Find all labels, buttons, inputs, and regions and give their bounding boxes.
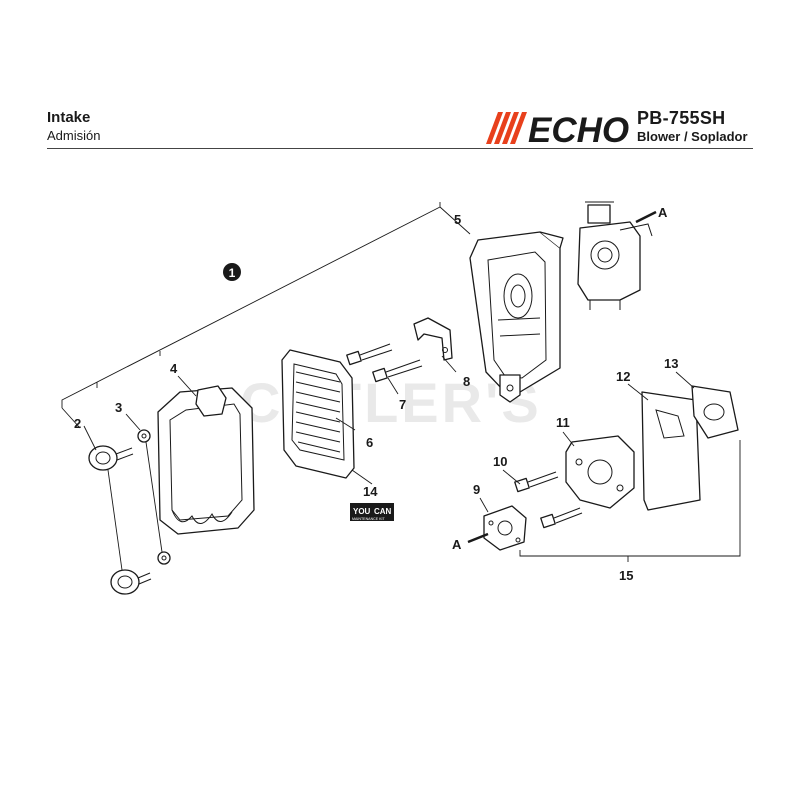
- page-title: Intake: [47, 109, 91, 126]
- callout-1-label: 1: [229, 266, 236, 280]
- leader-lines: [83, 355, 695, 571]
- bracket-part: [413, 317, 453, 361]
- bolt-10-upper: [514, 471, 559, 493]
- logo-wordmark: ECHO: [528, 111, 629, 146]
- bolt-lower: [372, 359, 423, 383]
- callout-9: 9: [473, 482, 480, 497]
- washer-upper: [137, 429, 151, 443]
- washer-lower: [157, 551, 171, 565]
- callout-8: 8: [463, 374, 470, 389]
- callout-6: 6: [366, 435, 373, 450]
- filter-pleats: [295, 371, 341, 453]
- model-number: PB-755SH: [637, 108, 726, 128]
- header-divider: [47, 148, 753, 149]
- kit-badge-label: MAINTENANCE KIT: [352, 517, 386, 521]
- callout-2: 2: [74, 416, 81, 431]
- gasket-9: [483, 505, 527, 551]
- gasket-12: [641, 391, 701, 511]
- callout-1: 1: [223, 263, 241, 281]
- callout-7: 7: [399, 397, 406, 412]
- gasket-13: [691, 385, 739, 439]
- callout-10: 10: [493, 454, 507, 469]
- maintenance-kit-badge: YOU CAN MAINTENANCE KIT: [350, 503, 394, 521]
- arrow-a-top: [635, 210, 657, 224]
- callout-5: 5: [454, 212, 461, 227]
- echo-logo: ECHO: [486, 111, 629, 146]
- knob-upper: [88, 445, 134, 471]
- callout-12: 12: [616, 369, 630, 384]
- callout-a-bottom: A: [452, 537, 462, 552]
- callout-15: 15: [619, 568, 633, 583]
- kit-badge-you: YOU: [353, 507, 371, 516]
- air-filter: [281, 349, 355, 479]
- kit-badge-can: CAN: [374, 507, 392, 516]
- callout-3: 3: [115, 400, 122, 415]
- insulator: [565, 435, 635, 509]
- air-filter-cover: [157, 385, 255, 535]
- bolt-10-lower: [540, 507, 583, 529]
- model-subtitle: Blower / Soplador: [637, 129, 748, 144]
- air-cleaner-base: [469, 231, 564, 403]
- arrow-a-bottom: [467, 532, 489, 544]
- knob-lower: [110, 569, 152, 595]
- callout-a-top: A: [658, 205, 668, 220]
- callout-4: 4: [170, 361, 178, 376]
- carburetor: [577, 201, 653, 310]
- bracket-1: [61, 202, 471, 429]
- logo-stripes: [486, 112, 527, 144]
- bolt-upper: [346, 343, 393, 366]
- callout-11: 11: [556, 415, 570, 430]
- bracket-15: [519, 440, 741, 562]
- callout-13: 13: [664, 356, 678, 371]
- page-subtitle: Admisión: [47, 128, 101, 143]
- callout-14: 14: [363, 484, 378, 499]
